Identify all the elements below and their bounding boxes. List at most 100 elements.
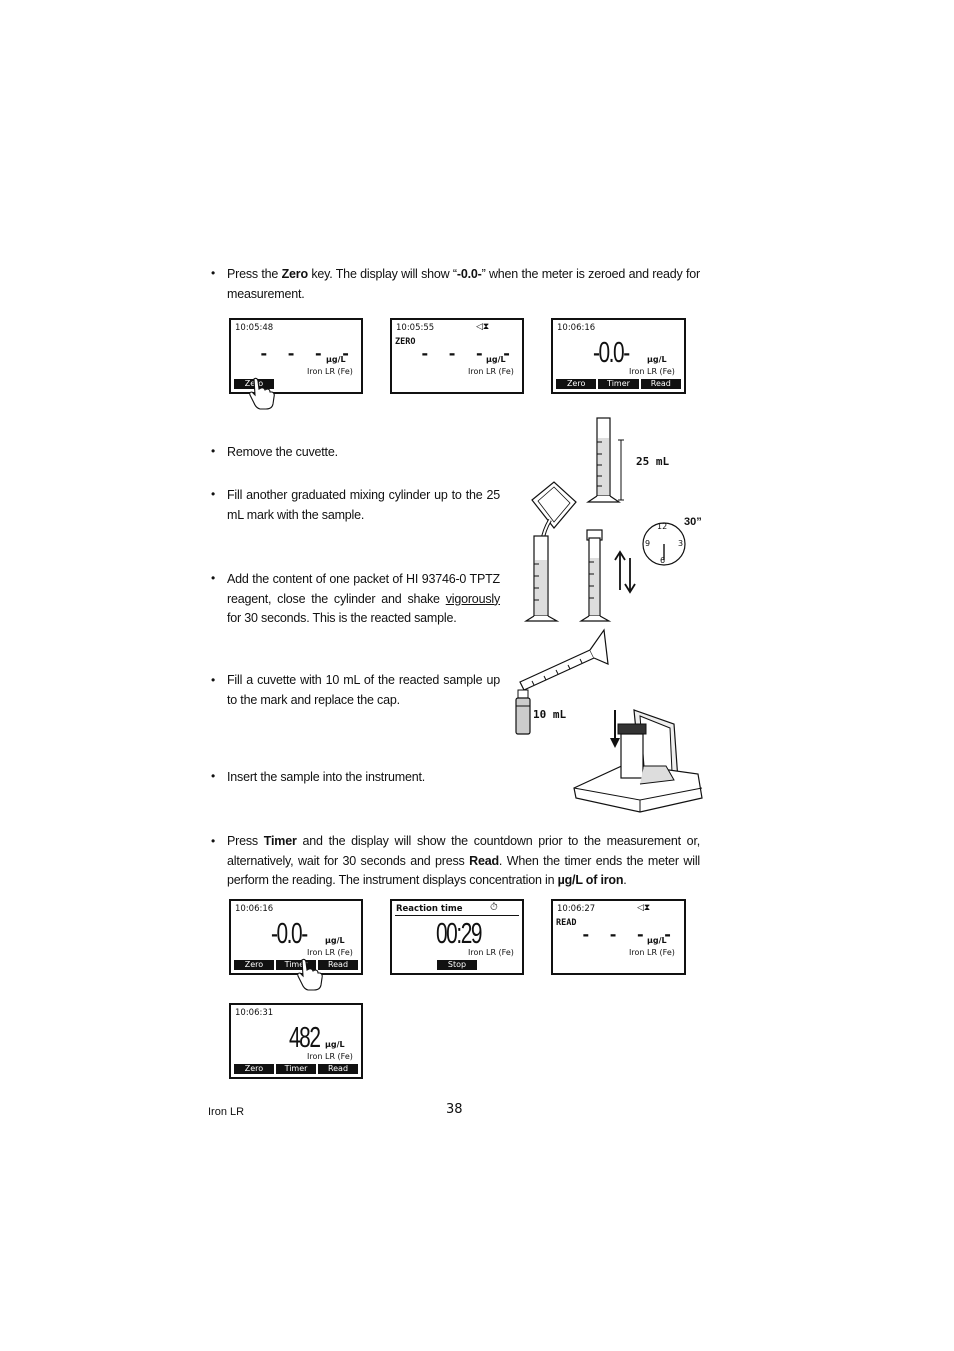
- softkey-bar: Stop: [395, 960, 519, 970]
- meter-display-3: 10:06:16 -0.0- µg/L Iron LR (Fe) Zero Ti…: [551, 318, 686, 394]
- display-mode-tag: READ: [556, 918, 577, 928]
- beep-hourglass-icon: ◁⧗: [476, 322, 490, 332]
- softkey-stop[interactable]: Stop: [437, 960, 477, 970]
- capped-cylinder-shake-illustration: [578, 529, 636, 622]
- header-divider: [395, 915, 519, 916]
- softkey-empty: [276, 379, 316, 389]
- countdown-reading: 00:29: [436, 918, 482, 950]
- display-time: 10:05:55: [396, 323, 435, 333]
- meter-display-1: 10:05:48 - - - - µg/L Iron LR (Fe) Zero: [229, 318, 363, 394]
- clock-numeral-6: 6: [660, 556, 666, 565]
- clock-icon: [642, 522, 686, 566]
- label-25ml: 25 mL: [636, 455, 670, 468]
- display-parameter: Iron LR (Fe): [629, 948, 675, 957]
- bullet: •: [211, 769, 216, 783]
- meter-display-7: 10:06:31 482 µg/L Iron LR (Fe) Zero Time…: [229, 1003, 363, 1079]
- display-unit: µg/L: [647, 355, 667, 364]
- emphasis-vigorously: vigorously: [445, 591, 500, 606]
- measurement-result: 482: [289, 1022, 321, 1054]
- display-parameter: Iron LR (Fe): [307, 1052, 353, 1061]
- softkey-bar: Zero Timer Read: [234, 960, 358, 970]
- text: Add the content of one packet of HI 9374…: [227, 572, 500, 606]
- display-unit: µg/L: [326, 355, 346, 364]
- display-time: 10:06:27: [557, 904, 596, 914]
- display-unit: µg/L: [325, 936, 345, 945]
- display-reading: - - - -: [259, 344, 355, 363]
- softkey-zero[interactable]: Zero: [234, 1064, 274, 1074]
- pointing-hand-icon: [297, 958, 323, 991]
- meter-display-6: 10:06:27 ◁⧗ READ - - - - µg/L Iron LR (F…: [551, 899, 686, 975]
- label-30-seconds: 30”: [684, 516, 702, 528]
- step-zero-text: Press the Zero key. The display will sho…: [227, 265, 700, 304]
- display-parameter: Iron LR (Fe): [307, 948, 353, 957]
- units-label: µg/L of iron: [557, 873, 624, 887]
- display-time: 10:05:48: [235, 323, 274, 333]
- meter-display-5: Reaction time ⏱ 00:29 Iron LR (Fe) Stop: [390, 899, 524, 975]
- zero-reading-label: -0.0-: [456, 267, 482, 281]
- display-mode-tag: ZERO: [395, 337, 416, 347]
- bullet: •: [211, 673, 216, 687]
- display-reading: -0.0-: [593, 337, 630, 369]
- beep-hourglass-icon: ◁⧗: [637, 903, 651, 913]
- softkey-bar: Zero Timer Read: [234, 1064, 358, 1074]
- softkey-read[interactable]: Read: [318, 1064, 358, 1074]
- step-timer-read: Press Timer and the display will show th…: [227, 832, 700, 891]
- display-parameter: Iron LR (Fe): [629, 367, 675, 376]
- step-add-reagent: Add the content of one packet of HI 9374…: [227, 570, 500, 629]
- softkey-bar: Zero Timer Read: [556, 379, 681, 389]
- softkey-zero[interactable]: Zero: [234, 960, 274, 970]
- meter-display-4: 10:06:16 -0.0- µg/L Iron LR (Fe) Zero Ti…: [229, 899, 363, 975]
- softkey-empty: [395, 960, 435, 970]
- text: Press the: [227, 267, 282, 281]
- display-time: 10:06:16: [235, 904, 274, 914]
- display-parameter: Iron LR (Fe): [468, 948, 514, 957]
- page-number: 38: [446, 1102, 463, 1117]
- instrument-insert-cuvette-illustration: [573, 709, 703, 813]
- meter-display-2: 10:05:55 ◁⧗ ZERO - - - - µg/L Iron LR (F…: [390, 318, 524, 394]
- display-parameter: Iron LR (Fe): [307, 367, 353, 376]
- display-reading: - - - -: [420, 344, 516, 363]
- step-remove-cuvette: Remove the cuvette.: [227, 445, 338, 459]
- stopwatch-icon: ⏱: [490, 902, 498, 913]
- read-key-label: Read: [469, 853, 499, 868]
- display-unit: µg/L: [486, 355, 506, 364]
- text: ” when the meter is zeroed and ready for…: [227, 267, 700, 301]
- softkey-timer[interactable]: Timer: [276, 960, 316, 970]
- display-parameter: Iron LR (Fe): [468, 367, 514, 376]
- display-time: 10:06:16: [557, 323, 596, 333]
- softkey-timer[interactable]: Timer: [276, 1064, 316, 1074]
- step-fill-cuvette: Fill a cuvette with 10 mL of the reacted…: [227, 673, 500, 707]
- softkey-timer[interactable]: Timer: [598, 379, 639, 389]
- reagent-packet-cylinder-illustration: [523, 481, 577, 622]
- display-title: Reaction time: [396, 904, 463, 914]
- softkey-read[interactable]: Read: [640, 379, 681, 389]
- clock-numeral-9: 9: [645, 539, 651, 548]
- display-reading: - - - -: [581, 925, 677, 944]
- softkey-empty: [479, 960, 519, 970]
- clock-numeral-3: 3: [678, 539, 684, 548]
- bullet: •: [211, 571, 216, 585]
- display-unit: µg/L: [647, 936, 667, 945]
- bullet: •: [211, 444, 216, 458]
- step-insert-sample: Insert the sample into the instrument.: [227, 770, 426, 784]
- text: key. The display will show “: [307, 267, 457, 281]
- bullet: •: [211, 834, 216, 848]
- softkey-empty: [318, 379, 358, 389]
- softkey-read[interactable]: Read: [318, 960, 358, 970]
- softkey-zero[interactable]: Zero: [556, 379, 597, 389]
- text: .: [623, 873, 627, 887]
- step-fill-cylinder: Fill another graduated mixing cylinder u…: [227, 488, 500, 522]
- pointing-hand-icon: [249, 377, 275, 410]
- text: for 30 seconds. This is the reacted samp…: [227, 611, 457, 625]
- pour-into-cuvette-illustration: [515, 628, 609, 735]
- display-time: 10:06:31: [235, 1008, 274, 1018]
- display-unit: µg/L: [325, 1040, 345, 1049]
- bullet: •: [211, 266, 216, 280]
- zero-key-label: Zero: [281, 267, 308, 281]
- clock-numeral-12: 12: [657, 522, 668, 531]
- text: Press: [227, 834, 264, 848]
- text: . When the timer ends the meter will per…: [227, 853, 700, 888]
- bullet: •: [211, 487, 216, 501]
- footer-section-title: Iron LR: [208, 1106, 245, 1118]
- display-reading: -0.0-: [271, 918, 308, 950]
